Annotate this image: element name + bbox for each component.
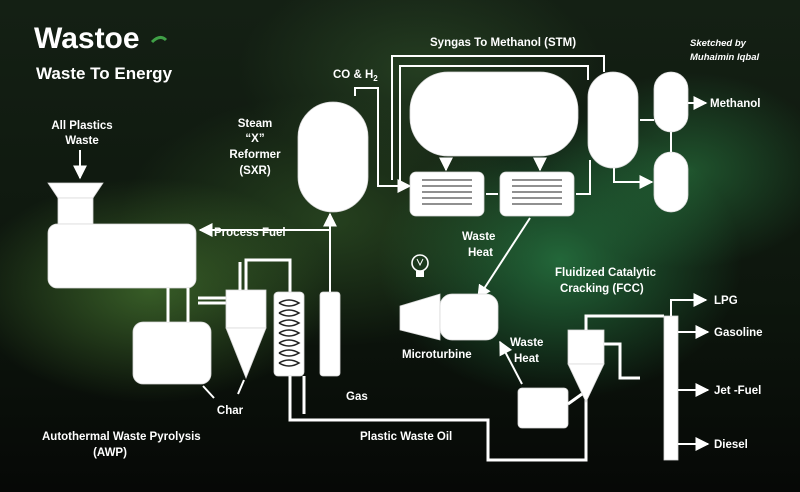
waste-heat-arrow-fcc (499, 340, 523, 385)
gas-column (319, 291, 341, 377)
char-label: Char (217, 405, 244, 417)
char-cyclone (225, 289, 267, 380)
jet-fuel-label: Jet -Fuel (714, 385, 761, 397)
awp-label-1: Autothermal Waste Pyrolysis (42, 431, 201, 443)
logo-text: Wastoe (34, 22, 140, 55)
process-fuel-label: Process Fuel (214, 227, 286, 239)
methanol-tank-bottom (653, 151, 689, 213)
waste-heat-fcc-label-2: Heat (514, 353, 539, 365)
credit-line1: Sketched by (690, 38, 747, 49)
lightbulb-icon (411, 254, 429, 277)
co-h2-subscript: 2 (373, 74, 378, 83)
steam-label-4: (SXR) (239, 165, 270, 177)
waste-heat-fcc-label-1: Waste (510, 337, 543, 349)
co-h2-label: CO & H (333, 69, 373, 81)
fcc-label-2: Cracking (FCC) (560, 283, 644, 295)
steam-label-3: Reformer (229, 149, 281, 161)
steam-label-1: Steam (238, 118, 273, 130)
pipe-cyclone-coil (244, 258, 292, 292)
svg-text:CO & H2: CO & H2 (333, 69, 378, 83)
heat-exchanger-2 (499, 171, 575, 217)
all-plastics-label-2: Waste (65, 135, 98, 147)
awp-label-2: (AWP) (93, 447, 127, 459)
methanol-tank-top (653, 71, 689, 133)
stm-loop-line (391, 55, 605, 180)
plastic-oil-label: Plastic Waste Oil (360, 431, 452, 443)
methanol-reactor (409, 71, 579, 157)
waste-heat-top-label-2: Heat (468, 247, 493, 259)
microturbine-label: Microturbine (402, 349, 472, 361)
gasoline-label: Gasoline (714, 327, 763, 339)
fcc-label-1: Fluidized Catalytic (555, 267, 657, 279)
heat-exchanger-1 (409, 171, 485, 217)
methanol-label: Methanol (710, 98, 760, 110)
steam-x-reformer (297, 101, 369, 213)
gas-label: Gas (346, 391, 368, 403)
lpg-label: LPG (714, 295, 738, 307)
fcc-cyclone (567, 329, 605, 403)
coil-condenser (273, 291, 305, 377)
methanol-separator (587, 71, 639, 169)
syngas-line (354, 87, 412, 193)
stm-title: Syngas To Methanol (STM) (430, 37, 576, 49)
tagline: Waste To Energy (36, 64, 173, 83)
logo-leaf-icon (150, 35, 168, 44)
waste-heat-arrow-top (477, 217, 531, 300)
waste-heat-top-label-1: Waste (462, 231, 495, 243)
microturbine (399, 293, 499, 341)
diesel-label: Diesel (714, 439, 748, 451)
credit-line2: Muhaimin Iqbal (690, 52, 760, 63)
fcc-regenerator (517, 387, 569, 429)
pyrolysis-reactor (132, 321, 212, 385)
feed-hopper (47, 182, 197, 289)
all-plastics-label-1: All Plastics (51, 120, 112, 132)
steam-label-2: “X” (245, 133, 264, 145)
distillation-column (663, 315, 679, 461)
